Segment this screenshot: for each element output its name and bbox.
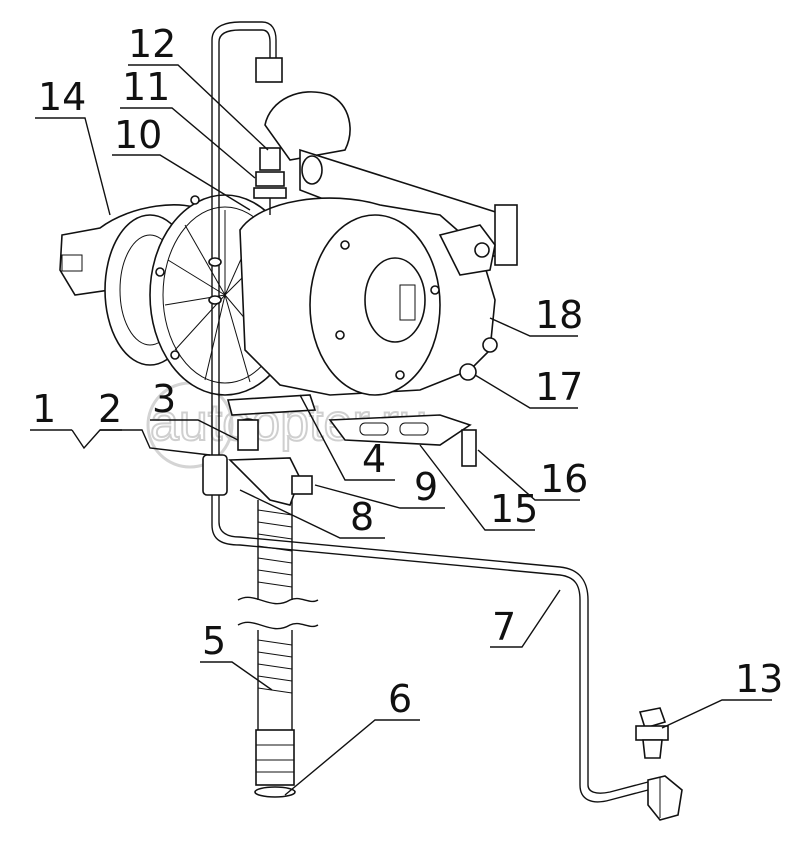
pipe-connector — [202, 419, 259, 496]
union-fitting — [635, 707, 669, 759]
callout-labels: 1 2 3 4 5 6 7 8 9 10 11 12 13 14 15 16 1… — [32, 22, 783, 721]
callout-13: 13 — [735, 657, 783, 701]
callout-14: 14 — [38, 75, 86, 119]
callout-12: 12 — [128, 22, 176, 66]
callout-10: 10 — [114, 113, 162, 157]
leader-lines — [30, 64, 772, 796]
callout-1: 1 — [32, 387, 56, 431]
callout-2: 2 — [98, 387, 122, 431]
oil-supply-line — [211, 495, 683, 821]
center-housing — [239, 197, 498, 396]
callout-7: 7 — [492, 605, 516, 649]
callout-3: 3 — [152, 377, 176, 421]
callout-6: 6 — [388, 677, 412, 721]
callout-9: 9 — [414, 465, 438, 509]
callout-8: 8 — [350, 495, 374, 539]
callout-16: 16 — [540, 457, 588, 501]
callout-18: 18 — [535, 293, 583, 337]
callout-4: 4 — [362, 437, 386, 481]
callout-5: 5 — [202, 619, 226, 663]
drain-hose — [237, 500, 319, 798]
oil-return-flange — [328, 363, 477, 467]
callout-15: 15 — [490, 487, 538, 531]
callout-17: 17 — [535, 365, 583, 409]
oil-feed-pipe — [208, 21, 283, 460]
banjo-fitting-top — [253, 147, 287, 215]
callout-11: 11 — [122, 65, 170, 109]
